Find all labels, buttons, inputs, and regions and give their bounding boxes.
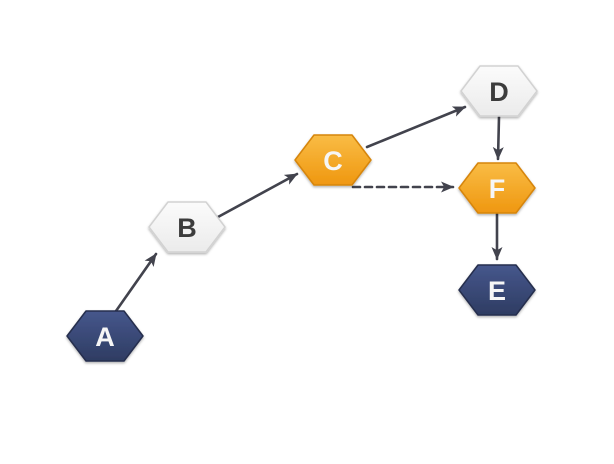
node-E-shape xyxy=(458,264,536,316)
node-D-label: D xyxy=(489,77,509,107)
node-D-shape xyxy=(460,65,538,117)
node-A: A xyxy=(66,310,144,362)
edge-C-D xyxy=(365,105,467,149)
node-E-label: E xyxy=(488,276,506,306)
node-A-shape xyxy=(66,310,144,362)
node-F-label: F xyxy=(489,174,506,204)
edges-layer xyxy=(114,105,504,313)
node-D: D xyxy=(460,65,538,117)
node-C-label: C xyxy=(323,146,343,176)
node-F: F xyxy=(458,162,536,214)
edge-B-C xyxy=(216,172,299,219)
nodes-layer: A B C D F E xyxy=(66,65,538,362)
node-C: C xyxy=(294,134,372,186)
node-C-shape xyxy=(294,134,372,186)
edge-A-B xyxy=(114,252,158,313)
node-B-label: B xyxy=(177,213,197,243)
edge-D-F xyxy=(492,115,504,161)
node-A-label: A xyxy=(95,322,115,352)
node-B: B xyxy=(148,201,226,253)
node-B-shape xyxy=(148,201,226,253)
node-F-shape xyxy=(458,162,536,214)
node-E: E xyxy=(458,264,536,316)
